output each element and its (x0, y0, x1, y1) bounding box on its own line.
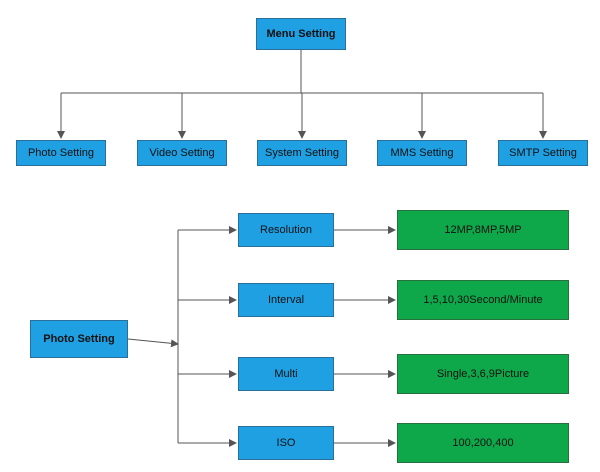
interval-value-node: 1,5,10,30Second/Minute (397, 280, 569, 320)
mms-setting-node: MMS Setting (377, 140, 467, 166)
interval-node: Interval (238, 283, 334, 317)
menu-setting-node: Menu Setting (256, 18, 346, 50)
video-setting-node: Video Setting (137, 140, 227, 166)
smtp-setting-node: SMTP Setting (498, 140, 588, 166)
iso-node: ISO (238, 426, 334, 460)
multi-value-node: Single,3,6,9Picture (397, 354, 569, 394)
resolution-value-node: 12MP,8MP,5MP (397, 210, 569, 250)
photo-setting-node: Photo Setting (16, 140, 106, 166)
photo-setting-root-node: Photo Setting (30, 320, 128, 358)
iso-value-node: 100,200,400 (397, 423, 569, 463)
system-setting-node: System Setting (257, 140, 347, 166)
multi-node: Multi (238, 357, 334, 391)
photo-root-arrow (127, 338, 179, 348)
resolution-node: Resolution (238, 213, 334, 247)
